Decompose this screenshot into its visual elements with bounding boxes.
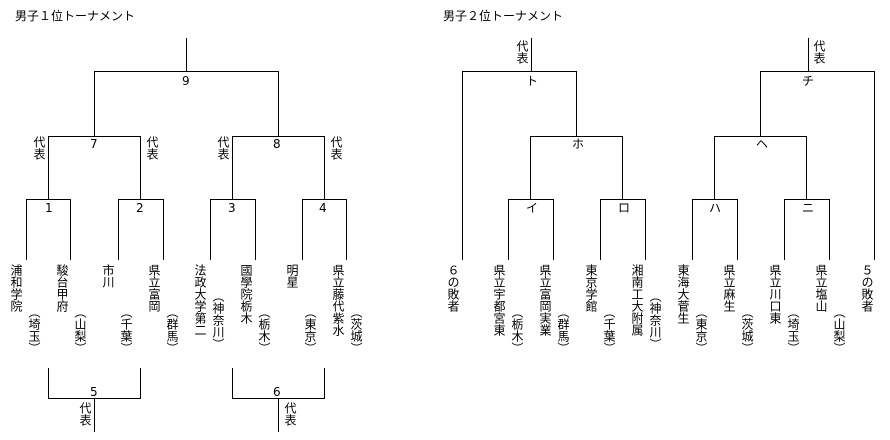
- match-label: ト: [526, 74, 539, 88]
- representative-label: 代表: [515, 40, 529, 64]
- team-name: 法政大学第二: [193, 264, 207, 336]
- team-name: 東京学館: [584, 264, 598, 312]
- bracket-match-1: [26, 199, 71, 260]
- representative-label: 代表: [812, 40, 826, 64]
- bracket-match-4: [302, 199, 347, 260]
- bracket-match-7: [48, 136, 141, 199]
- match-label: 9: [182, 74, 190, 88]
- left-title: 男子１位トーナメント: [15, 9, 136, 23]
- team-prefecture: （神奈川）: [211, 290, 225, 350]
- team-prefecture: （千葉）: [119, 306, 133, 354]
- team-name: 浦和学院: [9, 264, 23, 312]
- representative-label: 代表: [216, 136, 230, 160]
- team-prefecture: （栃木）: [510, 306, 524, 354]
- team-prefecture: （東京）: [303, 306, 317, 354]
- team-prefecture: （群馬）: [165, 306, 179, 354]
- bracket-match-9: [94, 71, 279, 136]
- team-name: 県立麻生: [722, 264, 736, 312]
- match-label: 2: [136, 201, 144, 215]
- bracket-match-8: [232, 136, 325, 199]
- bracket-match-to: [462, 71, 577, 260]
- bracket-match-ho: [530, 136, 623, 199]
- match-label: ロ: [618, 201, 631, 215]
- team-name: 県立川口東: [768, 264, 782, 324]
- match-label: 5: [90, 385, 98, 399]
- team-name: 市川: [101, 264, 115, 288]
- team-name: 県立塩山: [814, 264, 828, 312]
- team-name: 駿台甲府: [55, 264, 69, 312]
- match-label: 4: [319, 201, 327, 215]
- right-title: 男子２位トーナメント: [443, 9, 564, 23]
- team-prefecture: （東京）: [694, 306, 708, 354]
- team-prefecture: （山梨）: [73, 306, 87, 354]
- team-prefecture: （千葉）: [602, 306, 616, 354]
- match-label: 1: [45, 201, 53, 215]
- team-name: 県立藤代紫水: [331, 264, 345, 336]
- team-name: 明星: [285, 264, 299, 288]
- team-prefecture: （群馬）: [556, 306, 570, 354]
- representative-label: 代表: [32, 136, 46, 160]
- bracket-match-ni: [784, 199, 830, 260]
- bracket-match-3: [210, 199, 256, 260]
- team-name: 湘南工大附属: [630, 264, 644, 336]
- match-label: チ: [802, 74, 815, 88]
- team-name: 県立宇都宮東: [492, 264, 506, 336]
- team-prefecture: （埼玉）: [786, 306, 800, 354]
- match-label: 6: [273, 385, 281, 399]
- match-label: ホ: [572, 137, 585, 151]
- bracket-match-chi: [760, 71, 875, 260]
- team-name: ５の敗者: [860, 264, 874, 312]
- match-label: ニ: [802, 201, 815, 215]
- representative-label: 代表: [78, 402, 92, 426]
- bracket-match-ha: [692, 199, 738, 260]
- team-prefecture: （神奈川）: [648, 290, 662, 350]
- bracket-match-i: [508, 199, 554, 260]
- representative-label: 代表: [329, 136, 343, 160]
- representative-label: 代表: [145, 136, 159, 160]
- team-prefecture: （埼玉）: [27, 306, 41, 354]
- match-label: ハ: [709, 201, 722, 215]
- match-label: ヘ: [756, 137, 769, 151]
- match-label: イ: [526, 201, 539, 215]
- match-label: 8: [273, 137, 281, 151]
- match-label: 7: [90, 137, 98, 151]
- team-prefecture: （茨城）: [349, 306, 363, 354]
- bracket-match-he: [714, 136, 807, 199]
- team-name: 県立富岡: [147, 264, 161, 312]
- bracket-match-ro: [600, 199, 646, 260]
- team-prefecture: （茨城）: [740, 306, 754, 354]
- team-name: 県立富岡実業: [538, 264, 552, 336]
- team-name: 東海大菅生: [676, 264, 690, 324]
- bracket-match-2: [118, 199, 164, 260]
- team-name: 國學院栃木: [239, 264, 253, 324]
- match-label: 3: [228, 201, 236, 215]
- representative-label: 代表: [283, 402, 297, 426]
- team-prefecture: （栃木）: [257, 306, 271, 354]
- team-prefecture: （山梨）: [832, 306, 846, 354]
- team-name: ６の敗者: [446, 264, 460, 312]
